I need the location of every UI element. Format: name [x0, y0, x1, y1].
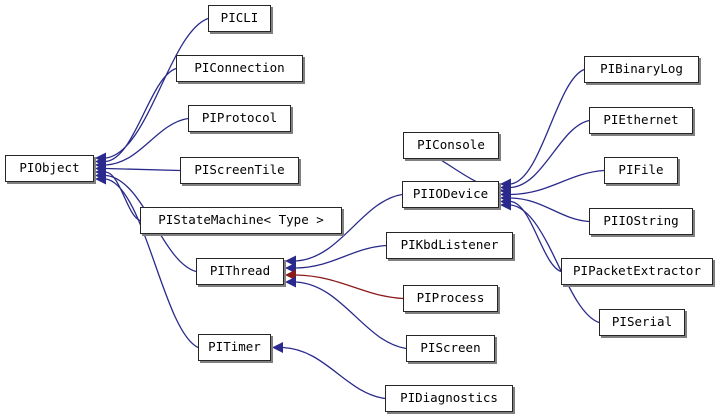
- node-label: PIIODevice: [412, 186, 489, 202]
- node-label: PIProcess: [416, 290, 485, 306]
- node-piscreen[interactable]: PIScreen: [406, 335, 495, 362]
- edge-arrowhead: [500, 199, 511, 211]
- node-label: PISerial: [611, 314, 673, 330]
- node-pikbdlistener[interactable]: PIKbdListener: [386, 232, 513, 259]
- edge-piconnection-to-piobject: [105, 67, 177, 163]
- node-picli[interactable]: PICLI: [208, 5, 271, 32]
- edge-piprotocol-to-piobject: [105, 117, 189, 166]
- node-label: PITimer: [208, 339, 261, 355]
- node-piscreentile[interactable]: PIScreenTile: [180, 157, 299, 184]
- node-pifile[interactable]: PIFile: [604, 157, 678, 184]
- node-pidiagnostics[interactable]: PIDiagnostics: [385, 385, 513, 412]
- node-pithread[interactable]: PIThread: [196, 258, 284, 285]
- edge-piiodevice-to-pithread: [295, 193, 403, 262]
- edge-arrowhead: [285, 262, 296, 274]
- edge-pifile-to-piiodevice: [510, 169, 605, 196]
- node-label: PIBinaryLog: [600, 61, 683, 77]
- node-piprotocol[interactable]: PIProtocol: [188, 105, 291, 132]
- node-piconsole[interactable]: PIConsole: [403, 132, 499, 159]
- node-pitimer[interactable]: PITimer: [198, 334, 271, 361]
- node-label: PIPacketExtractor: [573, 263, 701, 279]
- edge-arrowhead: [272, 342, 283, 353]
- node-label: PIObject: [19, 160, 80, 176]
- edge-piiostring-to-piiodevice: [510, 197, 590, 223]
- node-label: PIKbdListener: [400, 237, 499, 253]
- edge-picli-to-piobject: [105, 17, 209, 159]
- node-piethernet[interactable]: PIEthernet: [589, 107, 693, 134]
- node-label: PIEthernet: [603, 112, 679, 128]
- node-piconnection[interactable]: PIConnection: [176, 55, 303, 82]
- edge-arrowhead: [285, 255, 296, 267]
- edge-piprocess-to-pithread: [295, 274, 404, 300]
- node-pipacketextractor[interactable]: PIPacketExtractor: [561, 258, 713, 285]
- node-label: PICLI: [220, 10, 259, 26]
- node-piserial[interactable]: PISerial: [599, 309, 685, 336]
- node-label: PIConnection: [194, 60, 285, 76]
- edge-pibinarylog-to-piiodevice: [510, 68, 585, 185]
- node-label: PIProtocol: [201, 110, 278, 126]
- node-label: PIConsole: [417, 137, 485, 153]
- edge-pipacketextractor-to-piiodevice: [510, 200, 562, 273]
- node-pistatemachine[interactable]: PIStateMachine< Type >: [140, 207, 342, 234]
- node-label: PIStateMachine< Type >: [158, 212, 324, 228]
- node-piiodevice[interactable]: PIIODevice: [402, 181, 499, 208]
- node-piprocess[interactable]: PIProcess: [403, 285, 498, 312]
- edge-piscreen-to-pithread: [295, 281, 407, 350]
- node-piiostring[interactable]: PIIOString: [589, 208, 693, 235]
- node-piobject[interactable]: PIObject: [5, 155, 94, 182]
- edge-arrowhead: [285, 269, 296, 281]
- edge-pidiagnostics-to-pitimer: [282, 346, 386, 400]
- edge-pikbdlistener-to-pithread: [295, 244, 387, 269]
- node-label: PIIOString: [603, 213, 679, 229]
- node-label: PIScreenTile: [194, 162, 285, 178]
- edge-arrowhead: [285, 276, 296, 288]
- edge-pitimer-to-piobject: [105, 178, 199, 349]
- edge-piserial-to-piiodevice: [510, 204, 600, 324]
- node-pibinarylog[interactable]: PIBinaryLog: [584, 56, 699, 83]
- node-label: PIDiagnostics: [400, 390, 498, 406]
- node-label: PIFile: [618, 162, 664, 178]
- node-label: PIThread: [209, 263, 271, 279]
- edge-piethernet-to-piiodevice: [510, 119, 590, 189]
- edge-arrowhead: [95, 173, 106, 185]
- edge-piscreentile-to-piobject: [105, 167, 181, 172]
- node-label: PIScreen: [420, 340, 481, 356]
- edge-pistatemachine-to-piobject: [105, 171, 141, 222]
